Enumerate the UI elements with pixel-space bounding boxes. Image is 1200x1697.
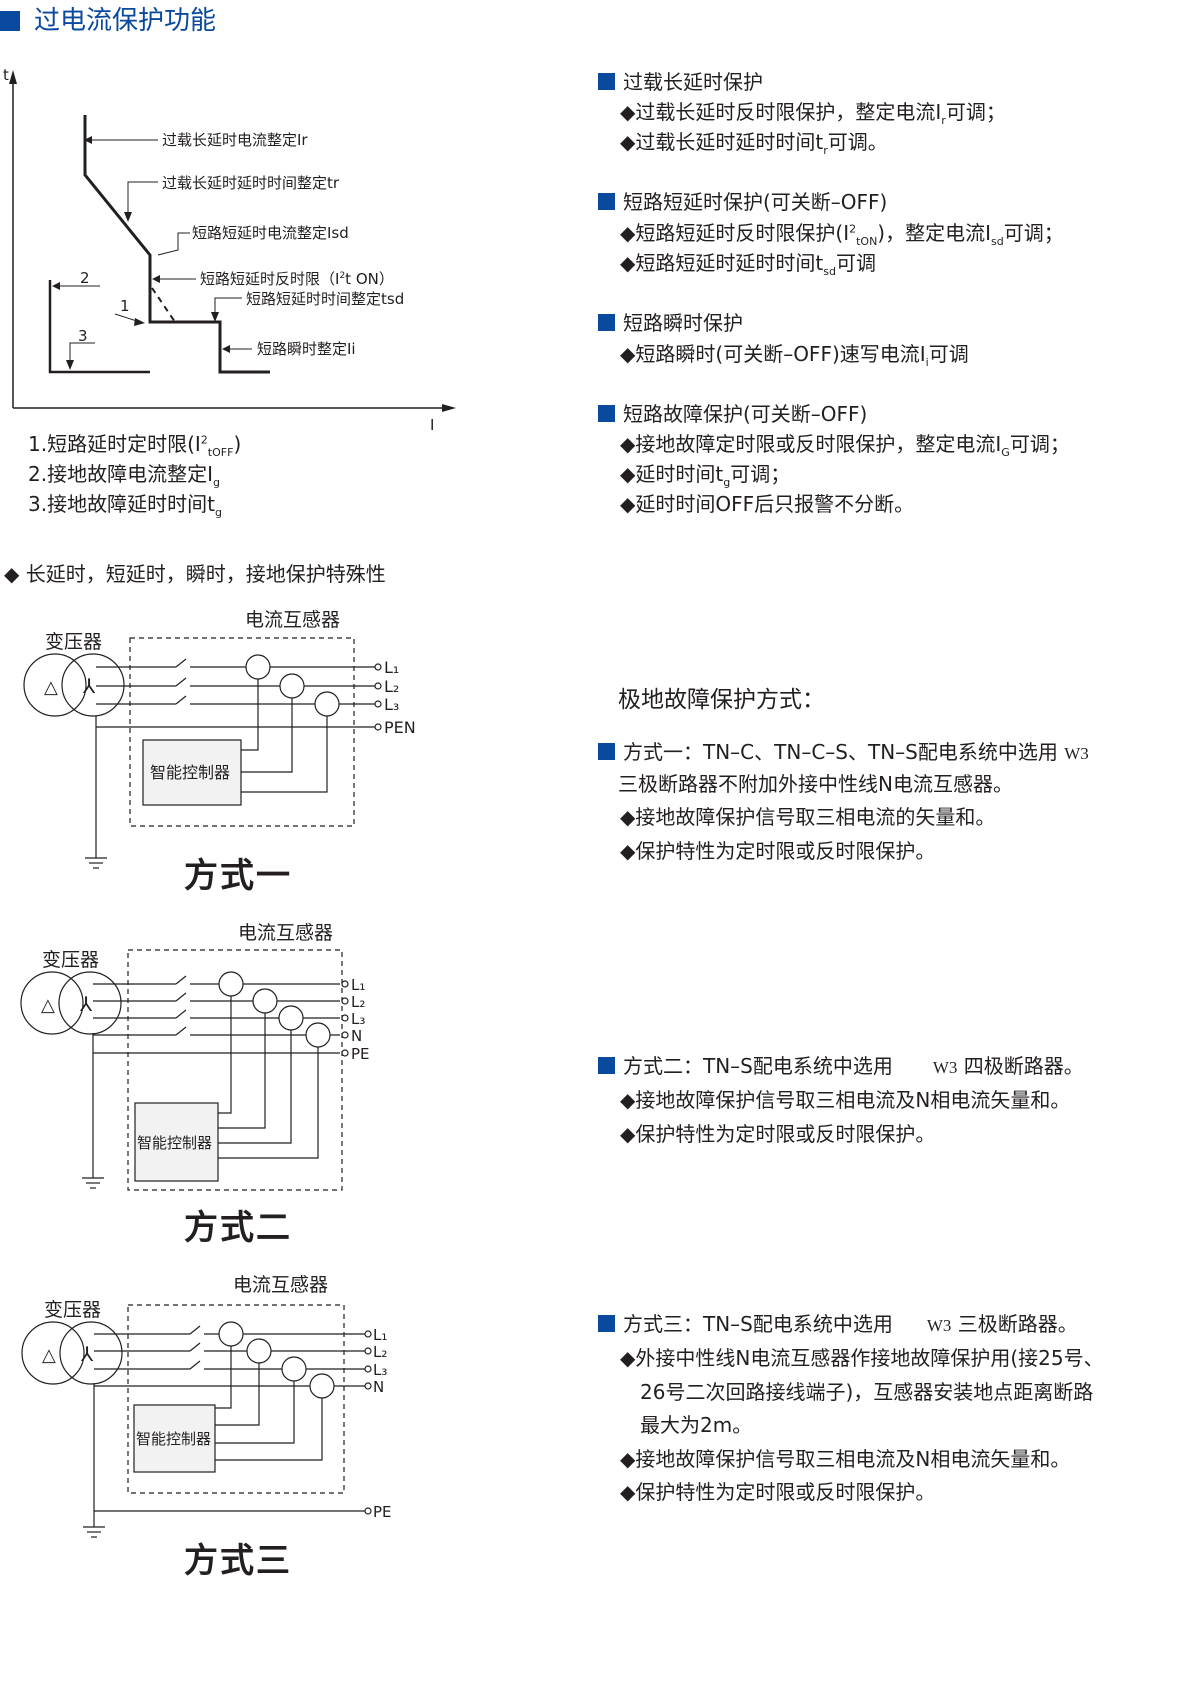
delta-icon: △ xyxy=(41,995,55,1016)
mode1-item-2: ◆保护特性为定时限或反时限保护。 xyxy=(620,839,936,863)
mode3-item-2: ◆接地故障保护信号取三相电流及N相电流矢量和。 xyxy=(620,1447,1071,1471)
label-isd: 短路短延时电流整定Isd xyxy=(192,224,349,242)
mode1-item-1: ◆接地故障保护信号取三相电流的矢量和。 xyxy=(620,805,996,829)
L3-label: L₃ xyxy=(373,1361,387,1379)
ground-item-3: ◆延时时间OFF后只报警不分断。 xyxy=(620,492,915,516)
mode3-item-3: ◆保护特性为定时限或反时限保护。 xyxy=(620,1480,936,1504)
mode-3-title: 方式三 xyxy=(184,1541,292,1581)
L1-label: L₁ xyxy=(384,658,399,677)
PEN-label: PEN xyxy=(384,718,416,737)
delta-icon: △ xyxy=(42,1345,56,1366)
heading-instant: 短路瞬时保护 xyxy=(598,307,743,336)
ground-fault-curve xyxy=(48,280,150,374)
heading-overload: 过载长延时保护 xyxy=(598,66,763,95)
transformer-label: 变压器 xyxy=(42,949,99,971)
page-title: 过电流保护功能 xyxy=(0,0,216,37)
heading-short-delay: 短路短延时保护(可关断–OFF) xyxy=(598,186,887,215)
label-ii: 短路瞬时整定Ii xyxy=(257,340,356,358)
label-n2: 2 xyxy=(80,269,90,287)
trip-curve-line xyxy=(83,115,270,374)
i-axis-arrow-icon xyxy=(442,404,456,412)
t-axis-label: t xyxy=(3,66,9,84)
trip-curve-diagram: t I 过载长延时电流整定Ir 过载长延时延时时间整定tr 短路短延时电流整定I… xyxy=(3,66,456,434)
mode3-item-1-cont2: 最大为2m。 xyxy=(640,1413,753,1437)
wye-icon: ⅄ xyxy=(79,992,93,1016)
bullet-square-icon xyxy=(598,1057,615,1074)
label-tr: 过载长延时延时时间整定tr xyxy=(162,174,340,192)
wiring-diagram-1: 电流互感器 变压器 △ ⅄ L₁ L₂ L₃ PEN 智能控制器 xyxy=(23,609,416,869)
mode3-item-1-cont: 26号二次回路接线端子)，互感器安装地点距离断路 xyxy=(640,1380,1094,1404)
L1-label: L₁ xyxy=(351,976,365,994)
wye-icon: ⅄ xyxy=(82,674,96,698)
ct-label: 电流互感器 xyxy=(233,1274,328,1296)
controller-label: 智能控制器 xyxy=(137,1134,212,1152)
label-tsd: 短路短延时时间整定tsd xyxy=(246,290,404,308)
heading-ground: 短路故障保护(可关断–OFF) xyxy=(598,398,867,427)
bullet-square-icon xyxy=(598,405,615,422)
bullet-square-icon xyxy=(598,743,615,760)
mode2-item-1: ◆接地故障保护信号取三相电流及N相电流矢量和。 xyxy=(620,1088,1071,1112)
short-delay-item-2: ◆短路短延时延时时间tsd可调 xyxy=(620,251,876,278)
bullet-square-icon xyxy=(598,314,615,331)
ct-label: 电流互感器 xyxy=(245,609,340,631)
legend-2: 2.接地故障电流整定Ig xyxy=(28,462,220,489)
bullet-square-icon xyxy=(598,193,615,210)
mode2-item-2: ◆保护特性为定时限或反时限保护。 xyxy=(620,1122,936,1146)
legend-1: 1.短路延时定时限(I2tOFF) xyxy=(28,432,242,459)
N-label: N xyxy=(373,1378,384,1396)
L2-label: L₂ xyxy=(384,677,399,696)
PE-label: PE xyxy=(373,1503,392,1521)
transformer-label: 变压器 xyxy=(45,631,102,653)
legend-3: 3.接地故障延时时间tg xyxy=(28,492,222,519)
L2-label: L₂ xyxy=(351,993,365,1011)
short-delay-item-1: ◆短路短延时反时限保护(I2tON)，整定电流Isd可调； xyxy=(620,221,1064,248)
section-bullet: ◆ 长延时，短延时，瞬时，接地保护特殊性 xyxy=(4,562,386,586)
N-label: N xyxy=(351,1027,362,1045)
i2t-dashed-line xyxy=(151,287,176,323)
bullet-square-icon xyxy=(598,73,615,90)
instant-item-1: ◆短路瞬时(可关断–OFF)速写电流Ii可调 xyxy=(620,342,969,369)
mode3-item-1: ◆外接中性线N电流互感器作接地故障保护用(接25号、 xyxy=(620,1346,1104,1370)
wiring-diagram-2: 电流互感器 变压器 △ ⅄ L₁ L₂ L₃ N PE 智能控制器 xyxy=(20,922,370,1191)
t-axis-arrow-icon xyxy=(9,70,17,84)
controller-label: 智能控制器 xyxy=(150,763,230,782)
delta-icon: △ xyxy=(44,677,58,698)
label-n1: 1 xyxy=(120,297,130,315)
label-n3: 3 xyxy=(78,327,88,345)
ground-heading: 极地故障保护方式： xyxy=(618,687,825,713)
wiring-diagram-3: 电流互感器 变压器 △ ⅄ L₁ L₂ L₃ N PE 智能控制器 xyxy=(21,1274,392,1538)
i-axis-label: I xyxy=(430,416,434,434)
overload-item-2: ◆过载长延时延时时间tr可调。 xyxy=(620,130,888,157)
overload-item-1: ◆过载长延时反时限保护，整定电流Ir可调； xyxy=(620,100,1006,127)
label-ir: 过载长延时电流整定Ir xyxy=(162,131,308,149)
mode-2-title: 方式二 xyxy=(184,1208,292,1248)
L2-label: L₂ xyxy=(373,1343,387,1361)
L1-label: L₁ xyxy=(373,1326,387,1344)
PE-label: PE xyxy=(351,1045,370,1063)
transformer-label: 变压器 xyxy=(44,1299,101,1321)
ct-label: 电流互感器 xyxy=(238,922,333,944)
L3-label: L₃ xyxy=(384,695,399,714)
bullet-square-icon xyxy=(598,1315,615,1332)
ground-item-2: ◆延时时间tg可调； xyxy=(620,462,791,489)
L3-label: L₃ xyxy=(351,1010,365,1028)
ground-item-1: ◆接地故障定时限或反时限保护，整定电流IG可调； xyxy=(620,432,1070,459)
mode-1-title: 方式一 xyxy=(184,856,292,896)
wye-icon: ⅄ xyxy=(80,1342,94,1366)
mode1-line2: 三极断路器不附加外接中性线N电流互感器。 xyxy=(618,772,1013,796)
label-i2t: 短路短延时反时限（I2t ON） xyxy=(200,270,394,288)
controller-label: 智能控制器 xyxy=(136,1430,211,1448)
title-square-icon xyxy=(0,11,20,31)
mode1-line1: 方式一：TN–C、TN–C–S、TN–S配电系统中选用 W3 xyxy=(598,736,1089,765)
